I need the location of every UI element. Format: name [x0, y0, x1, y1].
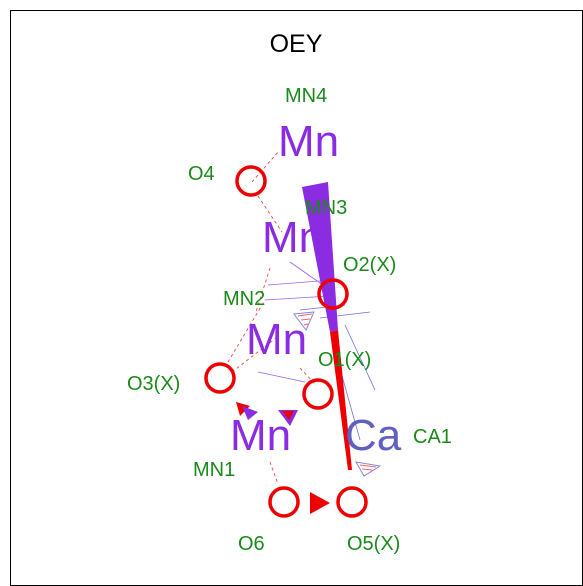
- atom-o6: [268, 486, 300, 518]
- label-ca1: CA1: [413, 426, 452, 448]
- bond-mn3-mn2: [255, 267, 271, 313]
- atom-mn1: Mn: [230, 411, 291, 460]
- label-mn1: MN1: [193, 459, 235, 481]
- bond-o4-mn4: [251, 151, 279, 183]
- label-o5x: O5(X): [347, 533, 400, 555]
- diagram-title: OEY: [270, 30, 323, 58]
- atom-o1x: [302, 378, 334, 410]
- atom-o3x: [204, 362, 236, 394]
- atom-o4: [235, 165, 267, 197]
- bond-mn2-o1-b: [257, 371, 306, 383]
- atom-o5x: [336, 486, 368, 518]
- atom-mn4: Mn: [278, 117, 339, 166]
- atom-o2x: [317, 278, 349, 310]
- oxygen-atoms: [204, 165, 368, 518]
- bond-o4-mn3: [257, 195, 283, 233]
- label-mn2: MN2: [223, 288, 265, 310]
- label-mn4: MN4: [285, 85, 327, 107]
- atom-labels: MN4 O4 MN3 O2(X) MN2 O1(X) O3(X) CA1 MN1…: [127, 85, 452, 555]
- metal-atoms: Mn Mn Mn Mn Ca: [230, 117, 402, 460]
- hatch-marker-2: [355, 461, 382, 477]
- label-o6: O6: [238, 533, 265, 555]
- wedge-mn3-purple: [302, 182, 338, 332]
- atom-ca1: Ca: [345, 411, 402, 460]
- wedge-marker-red-left: [236, 402, 250, 416]
- wedge-o2-o5-red: [330, 330, 352, 470]
- bond-markers: [236, 311, 382, 514]
- arrow-marker-o6-o5: [310, 492, 330, 514]
- hatch-marker-1: [293, 311, 315, 331]
- label-o4: O4: [188, 163, 215, 185]
- label-mn3: MN3: [305, 197, 347, 219]
- wedge-marker-purple-left: [242, 406, 258, 420]
- label-o2x: O2(X): [343, 254, 396, 276]
- bond-o2-ca-b: [344, 324, 376, 391]
- atom-mn2: Mn: [246, 315, 307, 364]
- label-o3x: O3(X): [127, 373, 180, 395]
- bond-o3-mn2: [227, 299, 266, 363]
- bond-mn1-o6: [269, 461, 279, 485]
- label-o1x: O1(X): [318, 349, 371, 371]
- wedge-marker-red-right: [282, 411, 294, 420]
- atom-mn3: Mn: [262, 213, 323, 262]
